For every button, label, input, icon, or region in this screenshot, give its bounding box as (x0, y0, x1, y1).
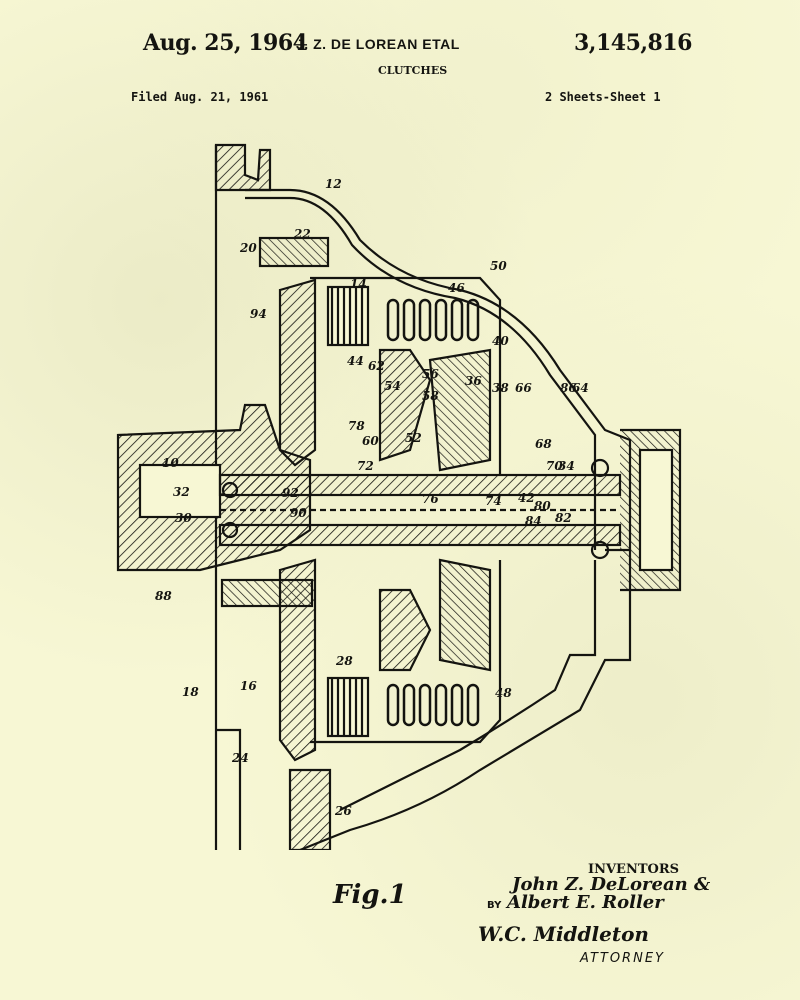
sheet-count: 2 Sheets-Sheet 1 (545, 90, 661, 104)
bolt-22 (258, 236, 330, 268)
ref-52: 54 (384, 379, 401, 393)
ref-78: 80 (534, 499, 551, 513)
ref-48: 50 (490, 259, 507, 273)
ref-84: 86 (560, 381, 577, 395)
clutch-cross-section-drawing: 10 12 14 16 18 20 22 24 26 28 30 32 34 3… (116, 143, 682, 850)
reference-numerals: 10 12 14 16 18 20 22 24 26 28 30 32 34 3… (155, 177, 589, 818)
housing-12-outer (245, 188, 632, 552)
hub-lower (438, 558, 492, 672)
ref-46: 46 (448, 281, 465, 295)
pressure-plate-92 (278, 278, 317, 467)
bolt-18 (220, 578, 314, 608)
ref-90: 92 (282, 486, 299, 500)
ref-10: 10 (162, 456, 179, 470)
inventors-label: INVENTORS (588, 862, 680, 877)
bottom-block (288, 768, 332, 850)
ref-54: 56 (422, 367, 439, 381)
inventor-1-signature: John Z. DeLorean & (512, 874, 711, 895)
figure-label: Fig.1 (333, 880, 407, 910)
pilot-bearing-lower (221, 521, 239, 539)
ref-24: 24 (231, 751, 249, 765)
piston-upper (378, 348, 432, 462)
output-bore (638, 448, 674, 572)
ref-86: 88 (155, 589, 172, 603)
ref-40: 40 (492, 334, 509, 348)
ref-92: 94 (250, 307, 267, 321)
attorney-signature: W.C. Middleton (478, 922, 649, 946)
ref-66: 68 (535, 437, 552, 451)
ref-50: 52 (405, 431, 422, 445)
filed-date: Filed Aug. 21, 1961 (131, 90, 269, 104)
ref-18: 18 (182, 685, 199, 699)
springs-lower (386, 683, 480, 727)
bearing-lower (590, 540, 610, 560)
ref-68: 70 (546, 459, 563, 473)
ref-30: 30 (175, 511, 192, 525)
clutch-plates-lower (326, 676, 370, 738)
hub-56 (428, 348, 492, 472)
ref-22: 22 (293, 227, 311, 241)
ref-42: 42 (518, 491, 535, 505)
patent-title: CLUTCHES (378, 64, 448, 77)
inventor-line: J. Z. DE LOREAN ETAL (296, 36, 460, 52)
ref-76: 78 (348, 419, 365, 433)
ref-82: 84 (525, 514, 542, 528)
ref-56: 58 (422, 389, 439, 403)
clutch-drum-upper (310, 276, 502, 475)
ref-28: 28 (335, 654, 353, 668)
ref-72: 74 (485, 494, 502, 508)
ref-20: 20 (239, 241, 257, 255)
piston-lower (378, 588, 432, 672)
ref-14: 14 (350, 277, 367, 291)
ref-88: 90 (290, 506, 307, 520)
ref-26: 26 (334, 804, 352, 818)
springs-upper (386, 298, 480, 342)
ref-60: 62 (368, 359, 385, 373)
pressure-plate-lower (278, 558, 317, 762)
ref-58: 60 (362, 434, 379, 448)
ref-70: 72 (357, 459, 374, 473)
inventor-2-signature: Albert E. Roller (507, 892, 664, 913)
ref-38: 38 (492, 381, 509, 395)
ref-44: 44 (347, 354, 364, 368)
shaft-lower (218, 523, 622, 547)
ref-12: 12 (325, 177, 342, 191)
bearing-upper (590, 458, 610, 478)
clutch-plates-upper (326, 285, 370, 347)
ref-80: 82 (555, 511, 572, 525)
attorney-label: ATTORNEY (580, 951, 665, 966)
housing-12-inner (245, 196, 597, 550)
ref-62: 64 (572, 381, 589, 395)
ref-46b: 48 (495, 686, 512, 700)
ref-34: 34 (558, 459, 575, 473)
ref-32: 32 (173, 485, 190, 499)
shaft-upper (218, 473, 622, 497)
pilot-bearing-upper (221, 481, 239, 499)
ref-36: 36 (465, 374, 482, 388)
plate-bottom (216, 728, 242, 850)
housing-lower (299, 550, 632, 850)
clutch-drum-lower (310, 560, 502, 744)
by-label: BY (487, 900, 502, 911)
ref-16: 16 (240, 679, 257, 693)
housing-flange-top (214, 143, 272, 192)
patent-number: 3,145,816 (574, 30, 692, 56)
ref-74: 76 (422, 492, 439, 506)
ref-64: 66 (515, 381, 532, 395)
patent-date: Aug. 25, 1964 (143, 30, 308, 56)
housing-lower-inner (339, 560, 597, 811)
